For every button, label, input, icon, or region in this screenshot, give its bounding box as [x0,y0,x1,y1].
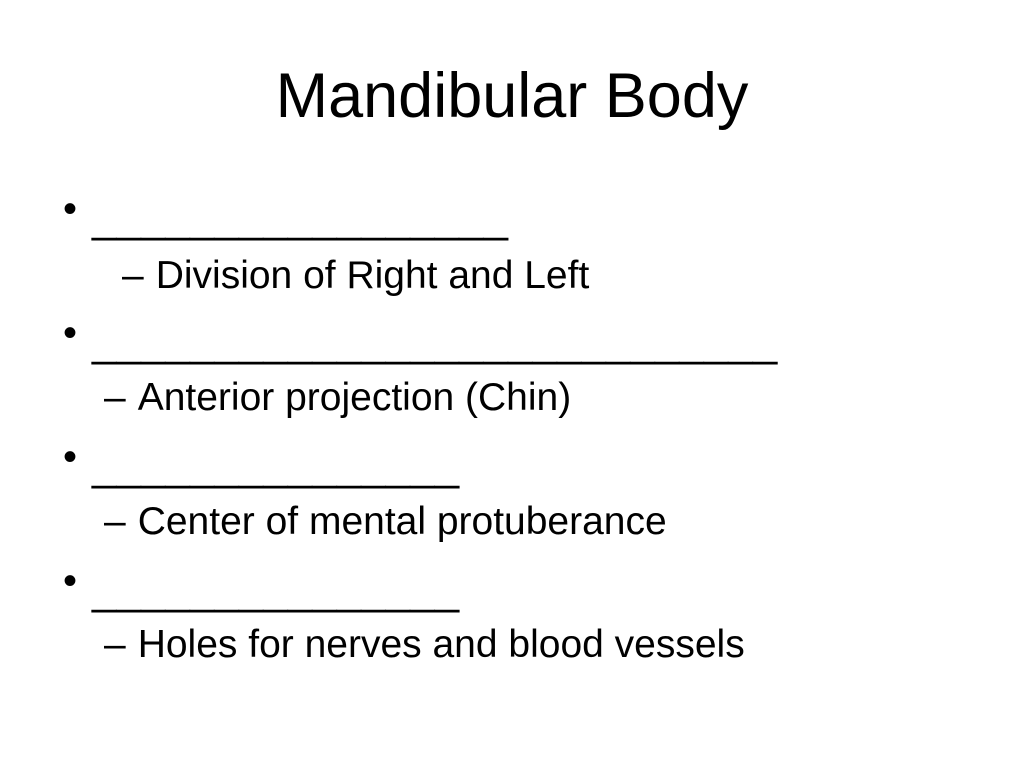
bullet-row-1: • _________________ [63,187,509,247]
bullet-row-4: • _______________ [63,559,460,619]
sub-bullet-text-3: Center of mental protuberance [137,500,667,543]
bullet-dot-icon: • [63,435,78,479]
fill-in-blank-4: _______________ [92,565,460,614]
sub-bullet-dash-icon: – [104,623,126,666]
sub-bullet-row-3: –Center of mental protuberance [104,494,667,550]
sub-bullet-text-4: Holes for nerves and blood vessels [137,623,745,666]
sub-bullet-row-4: –Holes for nerves and blood vessels [104,617,745,673]
bullet-row-2: • ____________________________ [63,311,778,371]
sub-bullet-dash-icon: – [104,500,126,543]
sub-bullet-text-1: Division of Right and Left [155,254,590,297]
bullet-row-3: • _______________ [63,435,460,495]
fill-in-blank-3: _______________ [92,441,460,490]
sub-bullet-row-1: –Division of Right and Left [122,248,589,304]
sub-bullet-text-2: Anterior projection (Chin) [137,376,572,419]
fill-in-blank-1: _________________ [92,193,509,242]
bullet-dot-icon: • [63,311,78,355]
bullet-dot-icon: • [63,559,78,603]
sub-bullet-dash-icon: – [104,376,126,419]
slide-title: Mandibular Body [275,61,749,131]
sub-bullet-row-2: –Anterior projection (Chin) [104,370,571,426]
sub-bullet-dash-icon: – [122,254,144,297]
fill-in-blank-2: ____________________________ [92,317,778,366]
bullet-dot-icon: • [63,187,78,231]
